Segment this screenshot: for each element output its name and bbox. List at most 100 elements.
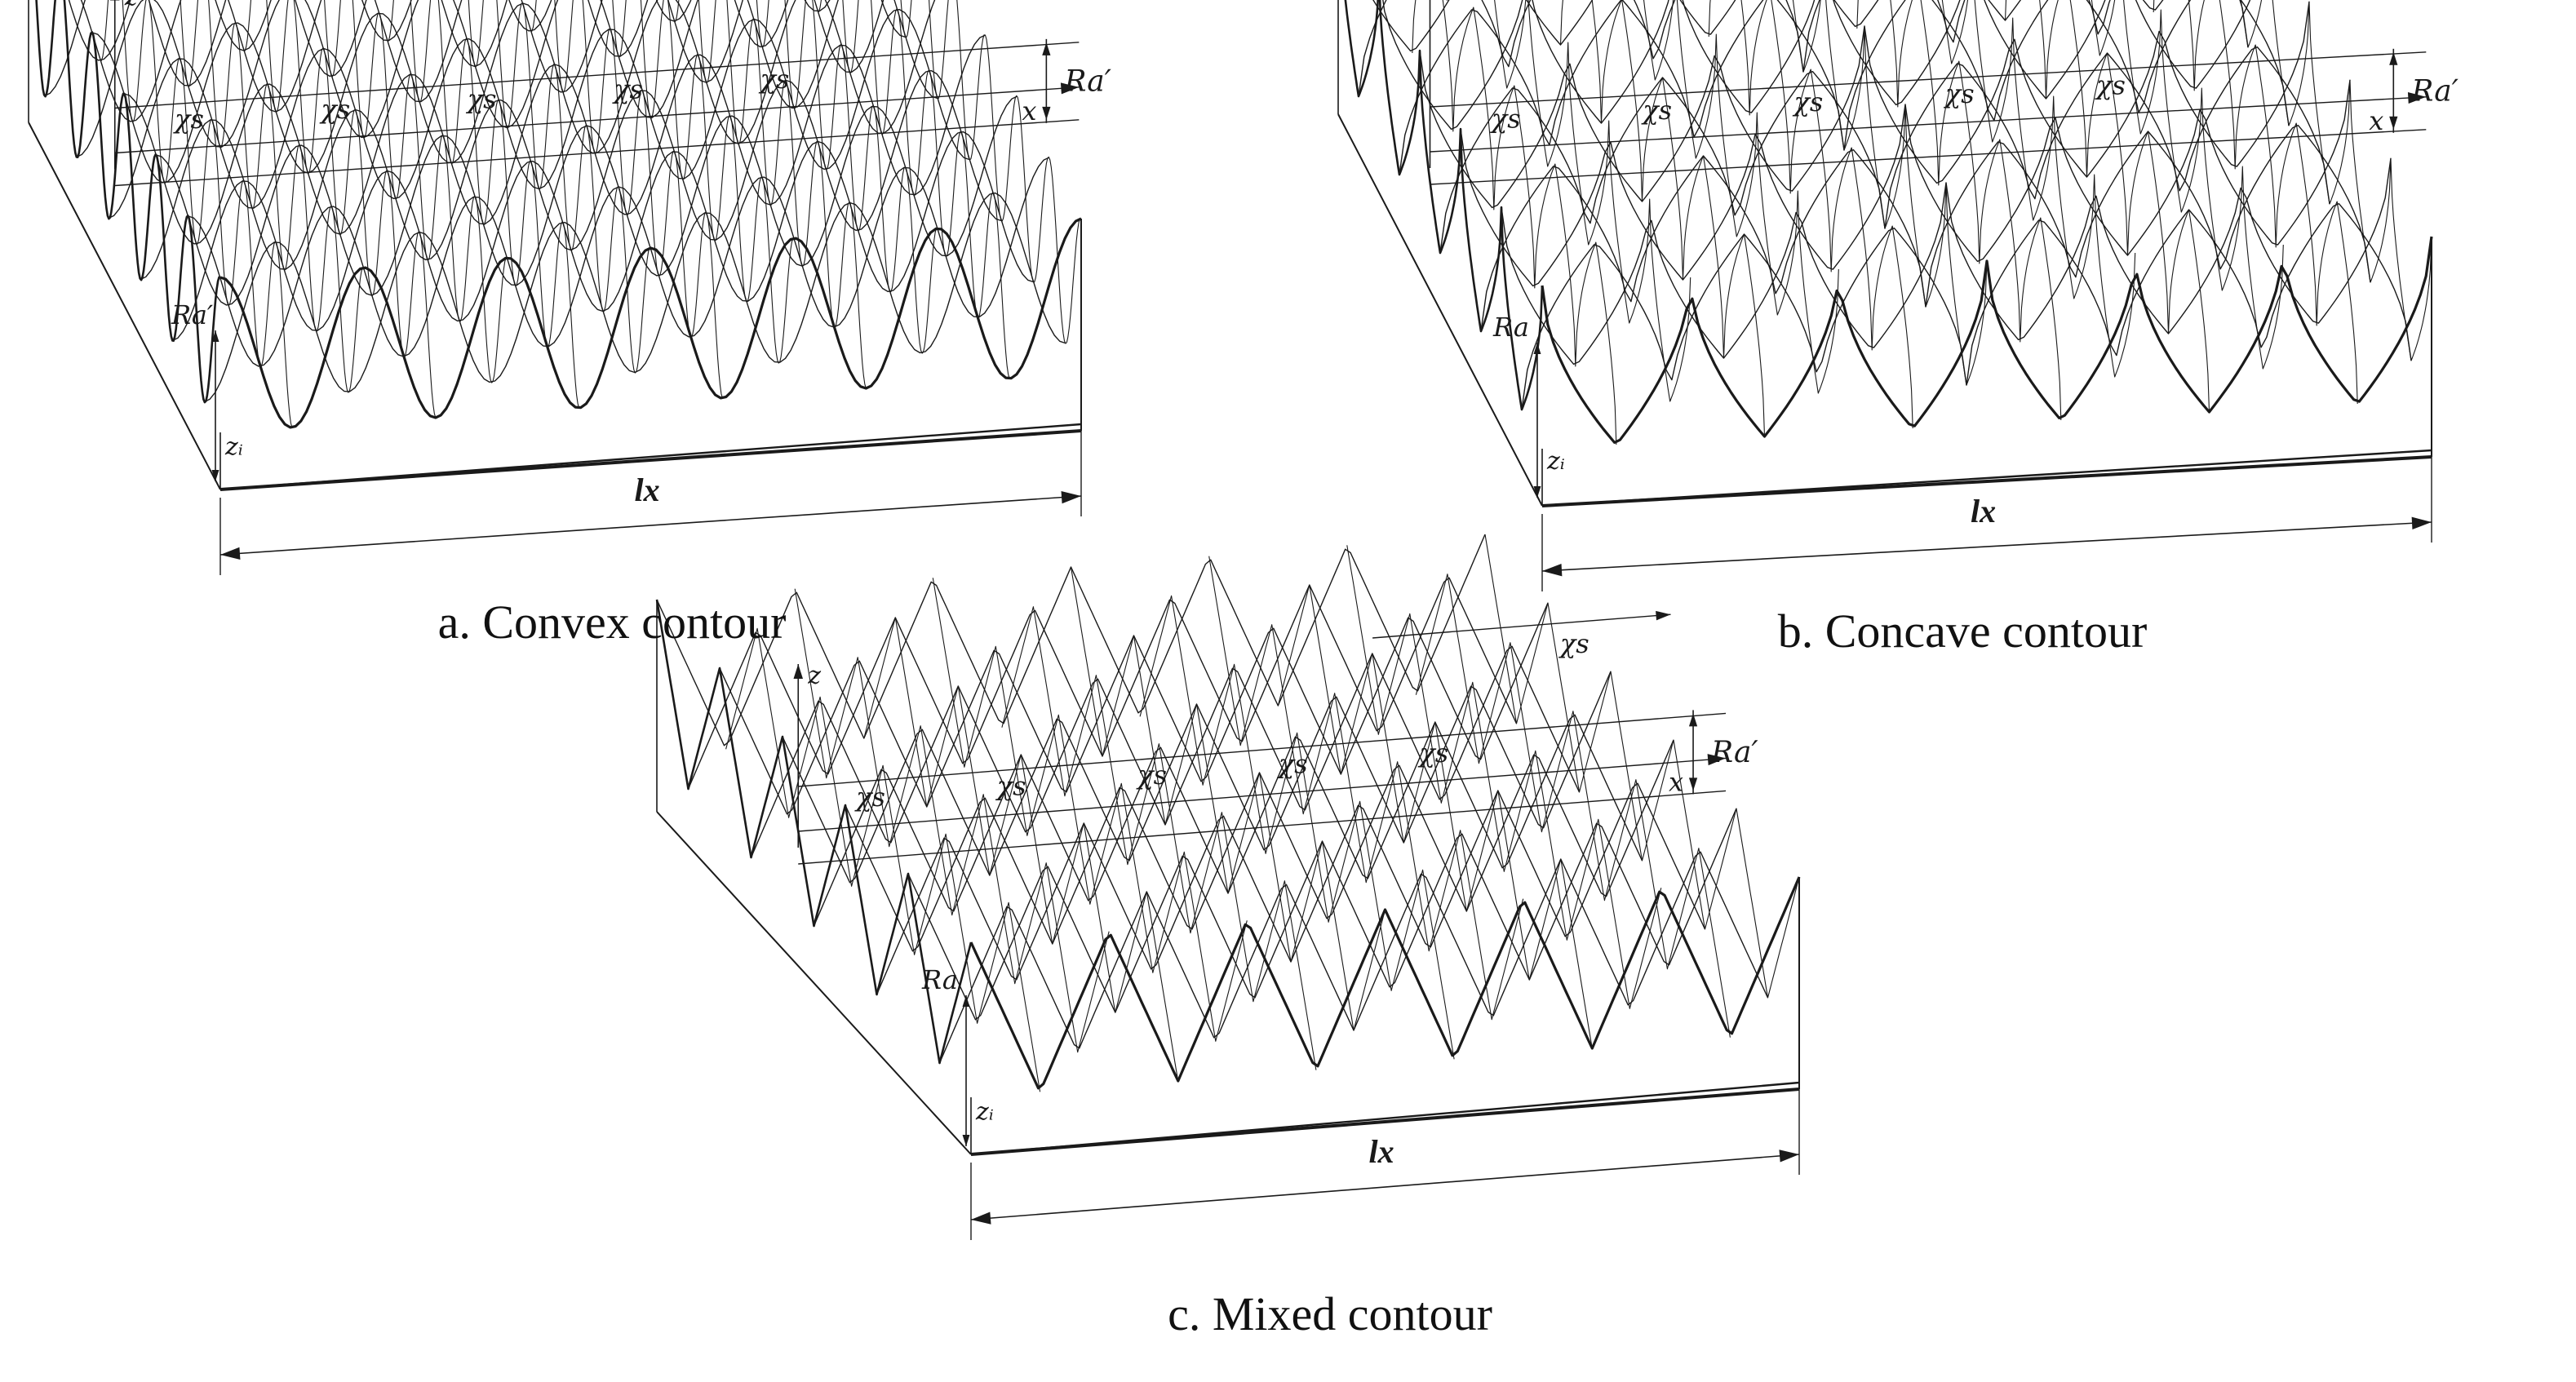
xs-label: χs [466,84,497,115]
xs-label: χs [612,73,643,104]
lx-label: lx [635,472,660,508]
xs-label: χs [1277,748,1308,779]
arrow-head [962,1135,970,1146]
xs-label: χs [1417,738,1448,769]
xs-label: χs [319,94,350,125]
ra-lower-line [114,119,1080,187]
arrow-head [220,547,241,560]
surface-y-line [1643,0,1839,394]
surface-side-profile [35,0,221,404]
surface-y-line [2091,0,2284,370]
arrow-head [962,995,970,1007]
surface-y-line [1856,0,2062,421]
xs-label: χs [173,104,204,135]
lx-projection-line [219,423,1082,491]
surface-y-line [1208,556,1524,1021]
ra-label: Ra′ [1063,64,1111,98]
arrow-head [1060,82,1080,95]
mean-line-x-axis [1430,96,2427,153]
xs-label: χs [995,771,1026,802]
arrow-head [793,664,804,679]
surface-y-line [725,627,1041,1092]
surface-y-line [612,0,795,364]
arrow-head [211,330,219,342]
surface-y-line [1346,545,1662,1009]
arrow-head [109,0,120,1]
slab-side-edge [1337,113,1543,507]
xs-label: χs [1136,760,1167,791]
xs-label: χs [758,64,789,95]
xs-label: χs [1490,103,1521,134]
surface-y-line [932,578,1248,1042]
surface-y-line [1559,0,1766,437]
ra-lower-line [798,790,1727,865]
surface-y-line [1277,584,1593,1049]
ra-side-label: Ra′ [171,299,214,330]
arrow-head [1688,777,1698,791]
lx-label: lx [1369,1133,1394,1170]
xs-reference-line [1372,613,1671,639]
slab-bottom-edge [1541,455,2432,507]
surface-y-line [2004,0,2210,413]
arrow-head [1779,1149,1799,1163]
surface-y-line [387,0,580,409]
zi-label: zᵢ [975,1098,994,1127]
surface-y-line [1708,0,1913,429]
caption-concave: b. Concave contour [1778,605,2148,658]
surface-y-line [2153,0,2358,405]
lx-projection-line [1541,449,2432,507]
x-axis-label: x [1022,95,1036,126]
mean-line-x-axis [798,757,1727,832]
surface-y-line [863,617,1179,1082]
lx-projection-line [970,1081,1800,1156]
lx-dimension-line [1541,521,2432,572]
surface-y-line [243,0,437,419]
surface-y-line [1941,0,2136,378]
ra-upper-line [798,712,1727,787]
surface-side-profile [655,599,973,1065]
arrow-head [971,1211,991,1225]
arrow-head [1042,42,1051,55]
xs-label: χs [1793,86,1824,117]
lx-dimension-line [219,495,1082,556]
xs-label: χs [1558,628,1589,659]
mean-line-x-axis [114,86,1080,154]
lx-dimension-line [970,1154,1800,1220]
surface-y-line [530,0,723,399]
surface-y-line [674,0,867,389]
surface-y-line [1415,574,1731,1038]
lx-label: lx [1971,493,1996,529]
zi-label: zᵢ [224,433,243,462]
z-axis-label: z [124,0,138,12]
surface-y-line [180,0,364,393]
slab-side-edge [28,122,221,490]
arrow-head [211,470,219,481]
surface-y-line [1070,566,1386,1031]
surface-y-line [468,0,651,374]
surface-y-line [2240,0,2432,361]
surface-y-line [900,0,1082,344]
surface-y-line [324,0,508,383]
slab-bottom-edge [219,429,1082,491]
xs-label: χs [1944,78,1975,109]
slab-side-edge [656,811,972,1155]
surface-y-line [1494,0,1691,402]
arrow-head [1533,343,1541,354]
arrow-head [2389,116,2398,130]
ra-lower-line [1430,129,2427,185]
x-axis-label: x [2369,105,2383,136]
surface-y-line [1792,0,1988,386]
surface-y-line [1001,606,1317,1070]
surface-y-line [100,0,293,428]
xs-label: χs [1641,95,1672,126]
ra-side-label: Ra [921,964,958,995]
x-axis-label: x [1669,766,1683,797]
ra-upper-line [114,42,1080,109]
ra-side-label: Ra [1492,312,1529,343]
arrow-head [1542,564,1563,577]
surface-y-line [1139,595,1455,1060]
